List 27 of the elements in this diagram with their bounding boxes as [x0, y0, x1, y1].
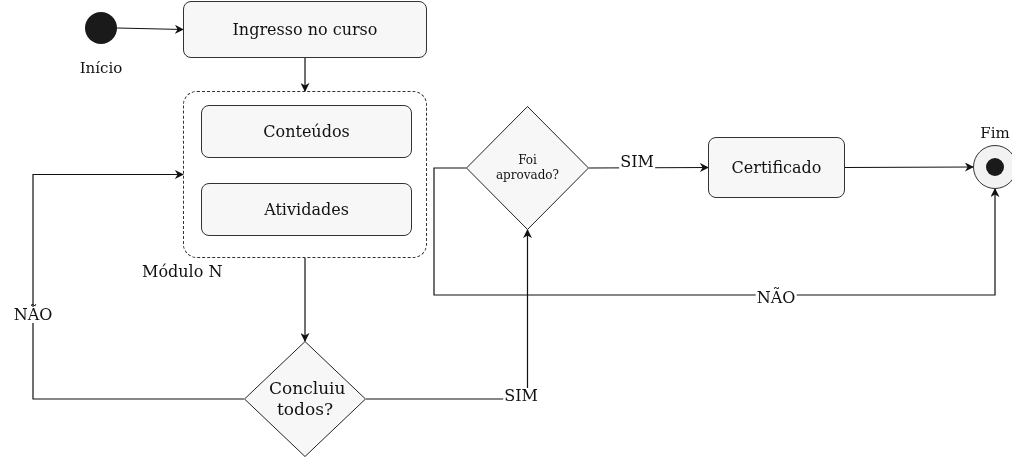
module-container — [183, 91, 427, 258]
edge-label: SIM — [503, 388, 539, 404]
container-label: Módulo N — [142, 261, 223, 283]
node-label: Foi aprovado? — [494, 153, 561, 183]
arrow — [116, 24, 184, 34]
arrow — [433, 167, 1000, 296]
node-label: Certificado — [731, 156, 822, 179]
node-caption: Início — [79, 57, 123, 79]
edge-label: SIM — [619, 154, 655, 170]
node-label: Ingresso no curso — [232, 18, 378, 41]
process-box — [183, 1, 427, 58]
node-label: Atividades — [264, 198, 349, 221]
decision-diamond — [466, 106, 589, 230]
process-box — [201, 183, 412, 236]
arrow — [300, 57, 310, 92]
arrow — [365, 229, 532, 400]
decision-diamond — [244, 341, 366, 457]
node-label: Conteúdos — [263, 120, 350, 143]
node-caption: Fim — [980, 122, 1010, 144]
arrow — [844, 162, 974, 172]
process-box — [201, 105, 412, 158]
arrow — [300, 257, 310, 342]
end-node — [973, 145, 1012, 189]
node-label: Concluiu todos? — [268, 377, 345, 421]
arrow — [32, 170, 245, 400]
start-node — [85, 12, 117, 44]
process-box — [708, 137, 845, 198]
